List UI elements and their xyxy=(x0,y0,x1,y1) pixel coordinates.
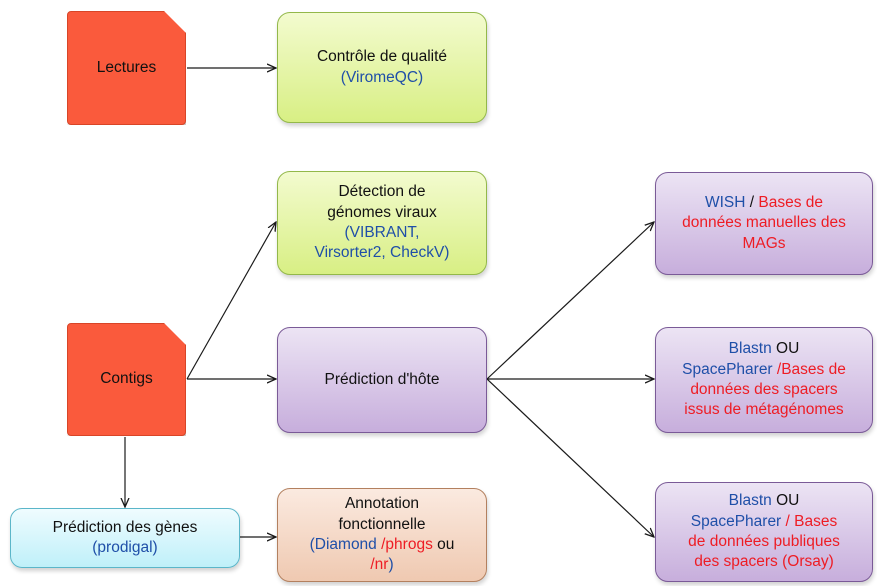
qc-node: Contrôle de qualité (ViromeQC) xyxy=(277,12,487,123)
lectures-label: Lectures xyxy=(96,58,157,76)
qc-tool: (ViromeQC) xyxy=(340,68,424,86)
arrow-host-to-wish xyxy=(486,222,654,380)
wish-db-b: données manuelles des xyxy=(682,214,846,232)
annotation-db-nr: /nr xyxy=(370,556,389,574)
blastn-metagenomes-db-c: issus de métagénomes xyxy=(684,401,844,419)
annotation-line1: Annotation xyxy=(344,495,420,513)
wish-sep: / xyxy=(745,193,759,211)
contigs-node: Contigs xyxy=(67,323,186,436)
detection-line2: génomes viraux xyxy=(327,203,437,221)
blastn-public-db-a: / Bases xyxy=(781,512,838,530)
annotation-line2: fonctionnelle xyxy=(338,515,426,533)
annotation-tool: (Diamond xyxy=(309,536,377,553)
blastn-metagenomes-or: OU xyxy=(771,340,800,358)
annotation-or: ou xyxy=(432,536,455,553)
host-prediction-node: Prédiction d'hôte xyxy=(277,327,487,433)
qc-label: Contrôle de qualité xyxy=(316,48,448,66)
blastn-metagenomes-tool2: SpacePharer xyxy=(682,360,773,378)
annotation-db-phrogs: /phrogs xyxy=(376,536,433,553)
lectures-node: Lectures xyxy=(67,11,186,125)
blastn-public-tool1: Blastn xyxy=(728,492,772,510)
contigs-label: Contigs xyxy=(100,370,153,388)
annotation-node: Annotation fonctionnelle (Diamond /phrog… xyxy=(277,488,487,582)
wish-db-a: Bases de xyxy=(758,193,823,211)
arrow-host-to-blastn-public xyxy=(486,378,654,537)
gene-prediction-tool: (prodigal) xyxy=(92,539,158,556)
blastn-metagenomes-tool1: Blastn xyxy=(728,340,772,358)
annotation-close: ) xyxy=(388,556,394,574)
blastn-public-tool2: SpacePharer xyxy=(690,512,782,530)
blastn-public-node: Blastn OU SpacePharer / Bases de données… xyxy=(655,482,873,582)
gene-prediction-label: Prédiction des gènes xyxy=(52,518,198,536)
detection-tools1: (VIBRANT, xyxy=(344,224,420,241)
detection-line1: Détection de xyxy=(338,183,426,201)
detection-node: Détection de génomes viraux (VIBRANT, Vi… xyxy=(277,171,487,275)
gene-prediction-node: Prédiction des gènes (prodigal) xyxy=(10,508,240,568)
blastn-public-db-b: de données publiques xyxy=(688,533,840,550)
host-prediction-label: Prédiction d'hôte xyxy=(324,370,440,388)
wish-node: WISH / Bases de données manuelles des MA… xyxy=(655,172,873,275)
detection-tools2: Virsorter2, CheckV) xyxy=(314,244,450,262)
blastn-public-or: OU xyxy=(771,492,800,510)
blastn-metagenomes-node: Blastn OU SpacePharer /Bases de données … xyxy=(655,327,873,433)
wish-tool: WISH xyxy=(704,193,746,211)
wish-db-c: MAGs xyxy=(742,234,786,252)
arrow-contigs-to-detection xyxy=(186,222,276,380)
blastn-metagenomes-db-b: données des spacers xyxy=(690,381,838,398)
blastn-public-db-c: des spacers (Orsay) xyxy=(694,553,834,571)
blastn-metagenomes-db-a: /Bases de xyxy=(772,360,846,378)
